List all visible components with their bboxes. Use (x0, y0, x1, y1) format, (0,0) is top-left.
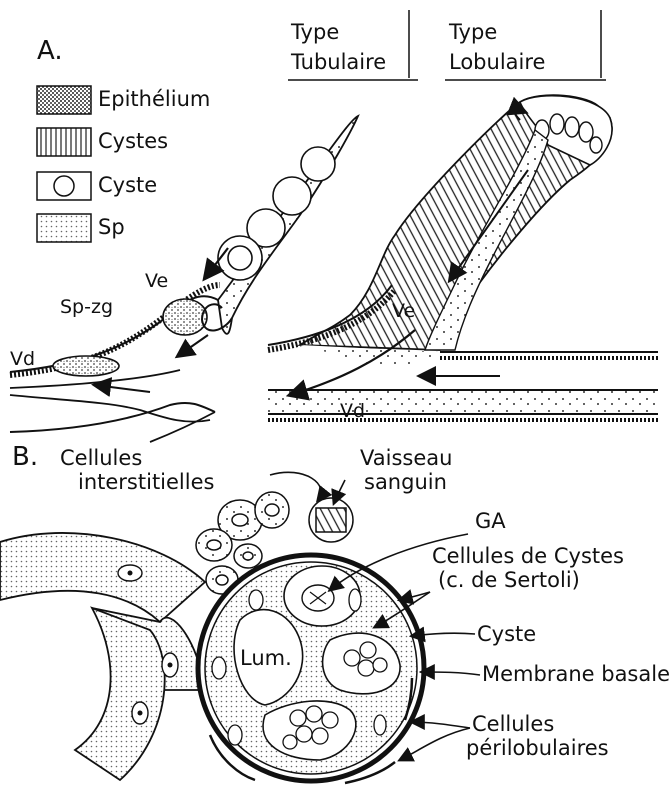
lobule-section (198, 555, 424, 783)
label-vd-tubular: Vd (10, 350, 35, 369)
legend-label-epithelium: Epithélium (98, 89, 210, 110)
header-lobulaire-line1: Type (449, 22, 497, 43)
label-vd-lobular: Vd (340, 402, 365, 421)
label-perilobulaires-1: Cellules (472, 714, 554, 735)
label-membrane-basale: Membrane basale (482, 664, 669, 685)
header-tubulaire-line1: Type (291, 22, 339, 43)
lobular-duct (268, 95, 658, 420)
label-cyste-b: Cyste (477, 624, 536, 645)
label-perilobulaires-2: périlobulaires (466, 738, 609, 759)
legend-label-cystes: Cystes (98, 131, 168, 152)
label-ve-lobular: Ve (392, 302, 415, 321)
label-cellules-interstitielles-1: Cellules (60, 448, 142, 469)
label-cellules-cystes-1: Cellules de Cystes (432, 546, 624, 567)
legend-swatches (37, 86, 91, 242)
legend-swatch-cyste-circle (54, 176, 74, 196)
legend-swatch-epithelium (37, 86, 91, 114)
label-vaisseau-2: sanguin (364, 472, 447, 493)
label-cellules-interstitielles-2: interstitielles (78, 472, 214, 493)
adjacent-lobule (0, 533, 205, 780)
label-ga: GA (475, 511, 506, 532)
header-tubulaire-line2: Tubulaire (291, 52, 386, 73)
panel-a-title: A. (37, 38, 63, 64)
panel-b-title: B. (12, 444, 38, 470)
label-cellules-cystes-2: (c. de Sertoli) (438, 570, 580, 591)
legend-swatch-sp (37, 214, 91, 242)
legend-swatch-cystes (37, 128, 91, 156)
header-lobulaire-line2: Lobulaire (449, 52, 545, 73)
blood-vessel (309, 498, 353, 542)
legend-label-cyste: Cyste (98, 175, 157, 196)
tubular-tube-outline (218, 116, 358, 334)
label-vaisseau-1: Vaisseau (360, 448, 452, 469)
label-sp-zg: Sp-zg (60, 298, 113, 317)
label-ve-tubular: Ve (145, 272, 168, 291)
label-lumen: Lum. (240, 648, 292, 669)
legend-label-sp: Sp (98, 217, 125, 238)
